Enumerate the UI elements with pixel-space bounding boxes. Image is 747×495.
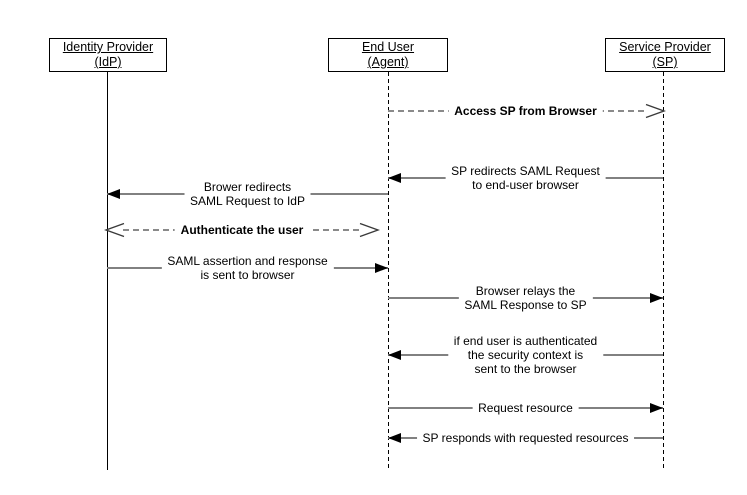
open-arrowhead-right-icon (645, 103, 666, 119)
actor-subtitle: (IdP) (94, 55, 122, 69)
filled-arrowhead-left-icon (388, 350, 401, 360)
message-label: Authenticate the user (174, 223, 310, 237)
actor-box-identity-provider: Identity Provider (IdP) (49, 38, 167, 72)
message-label: if end user is authenticated the securit… (447, 334, 604, 376)
lifeline-identity-provider (107, 72, 108, 470)
lifeline-end-user (388, 72, 389, 470)
filled-arrowhead-left-icon (107, 189, 120, 199)
actor-box-service-provider: Service Provider (SP) (605, 38, 725, 72)
filled-arrowhead-right-icon (375, 263, 388, 273)
lifeline-service-provider (663, 72, 664, 470)
actor-subtitle: (SP) (652, 55, 678, 69)
filled-arrowhead-left-icon (388, 173, 401, 183)
message-label: Access SP from Browser (448, 104, 603, 118)
message-label: SP redirects SAML Request to end-user br… (445, 164, 606, 192)
message-label: Browser relays the SAML Response to SP (458, 284, 593, 312)
actor-title: End User (361, 40, 415, 54)
open-arrowhead-right-icon (359, 222, 380, 238)
actor-title: Identity Provider (62, 40, 154, 54)
message-label: SAML assertion and response is sent to b… (161, 254, 334, 282)
message-label: SP responds with requested resources (416, 431, 635, 445)
actor-subtitle: (Agent) (367, 55, 409, 69)
filled-arrowhead-left-icon (388, 433, 401, 443)
actor-title: Service Provider (619, 40, 711, 54)
filled-arrowhead-right-icon (650, 403, 663, 413)
open-arrowhead-left-icon (104, 222, 125, 238)
message-label: Request resource (472, 401, 579, 415)
actor-box-end-user: End User (Agent) (328, 38, 448, 72)
message-label: Brower redirects SAML Request to IdP (184, 180, 311, 208)
filled-arrowhead-right-icon (650, 293, 663, 303)
